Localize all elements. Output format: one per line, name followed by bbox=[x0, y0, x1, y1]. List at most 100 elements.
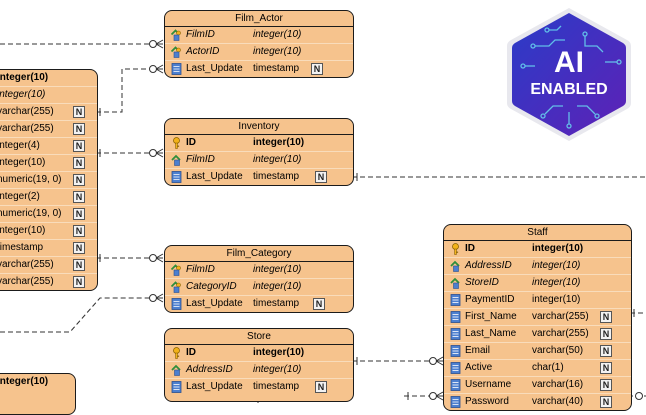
column-icon bbox=[171, 298, 182, 310]
column-name: ID bbox=[186, 137, 196, 148]
column-row[interactable]: integer(10)N bbox=[0, 223, 97, 240]
circuit-icon bbox=[520, 25, 622, 129]
column-row[interactable]: varchar(255) N bbox=[0, 257, 97, 274]
column-name: Last_Update bbox=[186, 171, 243, 182]
column-type: timestamp bbox=[253, 63, 300, 74]
entity-title: Staff bbox=[444, 225, 631, 241]
column-row[interactable]: integer(10)N bbox=[0, 155, 97, 172]
badge-line2: ENABLED bbox=[530, 81, 607, 98]
nullable-badge: N bbox=[73, 242, 85, 254]
column-name: AddressID bbox=[465, 260, 512, 271]
key-icon bbox=[450, 243, 461, 255]
column-name: Password bbox=[465, 396, 509, 407]
column-row[interactable]: integer(10) bbox=[0, 87, 97, 104]
column-row[interactable]: Last_Name varchar(255) N bbox=[444, 326, 631, 343]
nullable-badge: N bbox=[73, 157, 85, 169]
column-icon bbox=[450, 396, 461, 408]
nullable-badge: N bbox=[313, 298, 325, 310]
column-type: integer(10) bbox=[253, 137, 305, 148]
relation-film-filmactor bbox=[96, 68, 150, 113]
column-row[interactable]: ID integer(10) bbox=[165, 345, 353, 362]
column-type: varchar(255) bbox=[0, 106, 54, 117]
entity-title: Inventory bbox=[165, 119, 353, 135]
column-row[interactable]: integer(4)N bbox=[0, 138, 97, 155]
column-row[interactable]: ID integer(10) bbox=[165, 135, 353, 152]
foreign-key-icon bbox=[171, 364, 182, 376]
column-row[interactable]: varchar(255)N bbox=[0, 121, 97, 138]
column-name: ID bbox=[186, 347, 196, 358]
column-row[interactable]: integer(10) bbox=[0, 70, 97, 87]
nullable-badge: N bbox=[73, 106, 85, 118]
column-type: numeric(19, 0) bbox=[0, 174, 62, 185]
column-type: integer(10) bbox=[253, 364, 302, 375]
column-type: varchar(255) bbox=[0, 276, 54, 287]
column-row[interactable]: numeric(19, 0)N bbox=[0, 206, 97, 223]
column-type: integer(10) bbox=[253, 347, 305, 358]
column-type: varchar(255) bbox=[532, 311, 589, 322]
column-icon bbox=[171, 63, 182, 75]
nullable-badge: N bbox=[311, 63, 323, 75]
key-icon bbox=[171, 347, 182, 359]
column-icon bbox=[450, 379, 461, 391]
nullable-badge: N bbox=[600, 379, 612, 391]
column-type: varchar(255) bbox=[0, 259, 54, 270]
entity-title: Store bbox=[165, 329, 353, 345]
nullable-badge: N bbox=[600, 311, 612, 323]
foreign-key-icon bbox=[450, 260, 461, 272]
column-row[interactable]: integer(10) bbox=[0, 374, 75, 390]
entity-title: Film_Actor bbox=[165, 11, 353, 27]
column-type: char(1) bbox=[532, 362, 564, 373]
column-type: varchar(40) bbox=[532, 396, 584, 407]
column-name: FilmID bbox=[186, 264, 215, 275]
entity-title: Film_Category bbox=[165, 246, 353, 262]
nullable-badge: N bbox=[315, 171, 327, 183]
column-row[interactable]: integer(2)N bbox=[0, 189, 97, 206]
ai-enabled-badge: AI ENABLED bbox=[507, 8, 631, 141]
column-type: varchar(255) bbox=[0, 123, 54, 134]
column-name: StoreID bbox=[465, 277, 499, 288]
nullable-badge: N bbox=[600, 362, 612, 374]
column-row[interactable]: varchar(255) N bbox=[0, 104, 97, 121]
column-type: integer(10) bbox=[0, 376, 49, 387]
nullable-badge: N bbox=[73, 259, 85, 271]
column-name: Last_Update bbox=[186, 298, 243, 309]
column-type: integer(10) bbox=[532, 243, 584, 254]
nullable-badge: N bbox=[315, 381, 327, 393]
column-row[interactable]: varchar(255)N bbox=[0, 274, 97, 290]
column-name: Last_Name bbox=[465, 328, 517, 339]
column-row[interactable]: numeric(19, 0)N bbox=[0, 172, 97, 189]
entity-partial-bottom-left[interactable]: integer(10) bbox=[0, 373, 76, 415]
column-row[interactable]: Last_Update timestamp N bbox=[165, 169, 353, 185]
column-type: timestamp bbox=[253, 171, 300, 182]
nullable-badge: N bbox=[600, 328, 612, 340]
column-name: FilmID bbox=[186, 29, 215, 40]
badge-line1: AI bbox=[554, 46, 584, 79]
column-type: integer(4) bbox=[0, 140, 40, 151]
column-type: varchar(255) bbox=[532, 328, 589, 339]
